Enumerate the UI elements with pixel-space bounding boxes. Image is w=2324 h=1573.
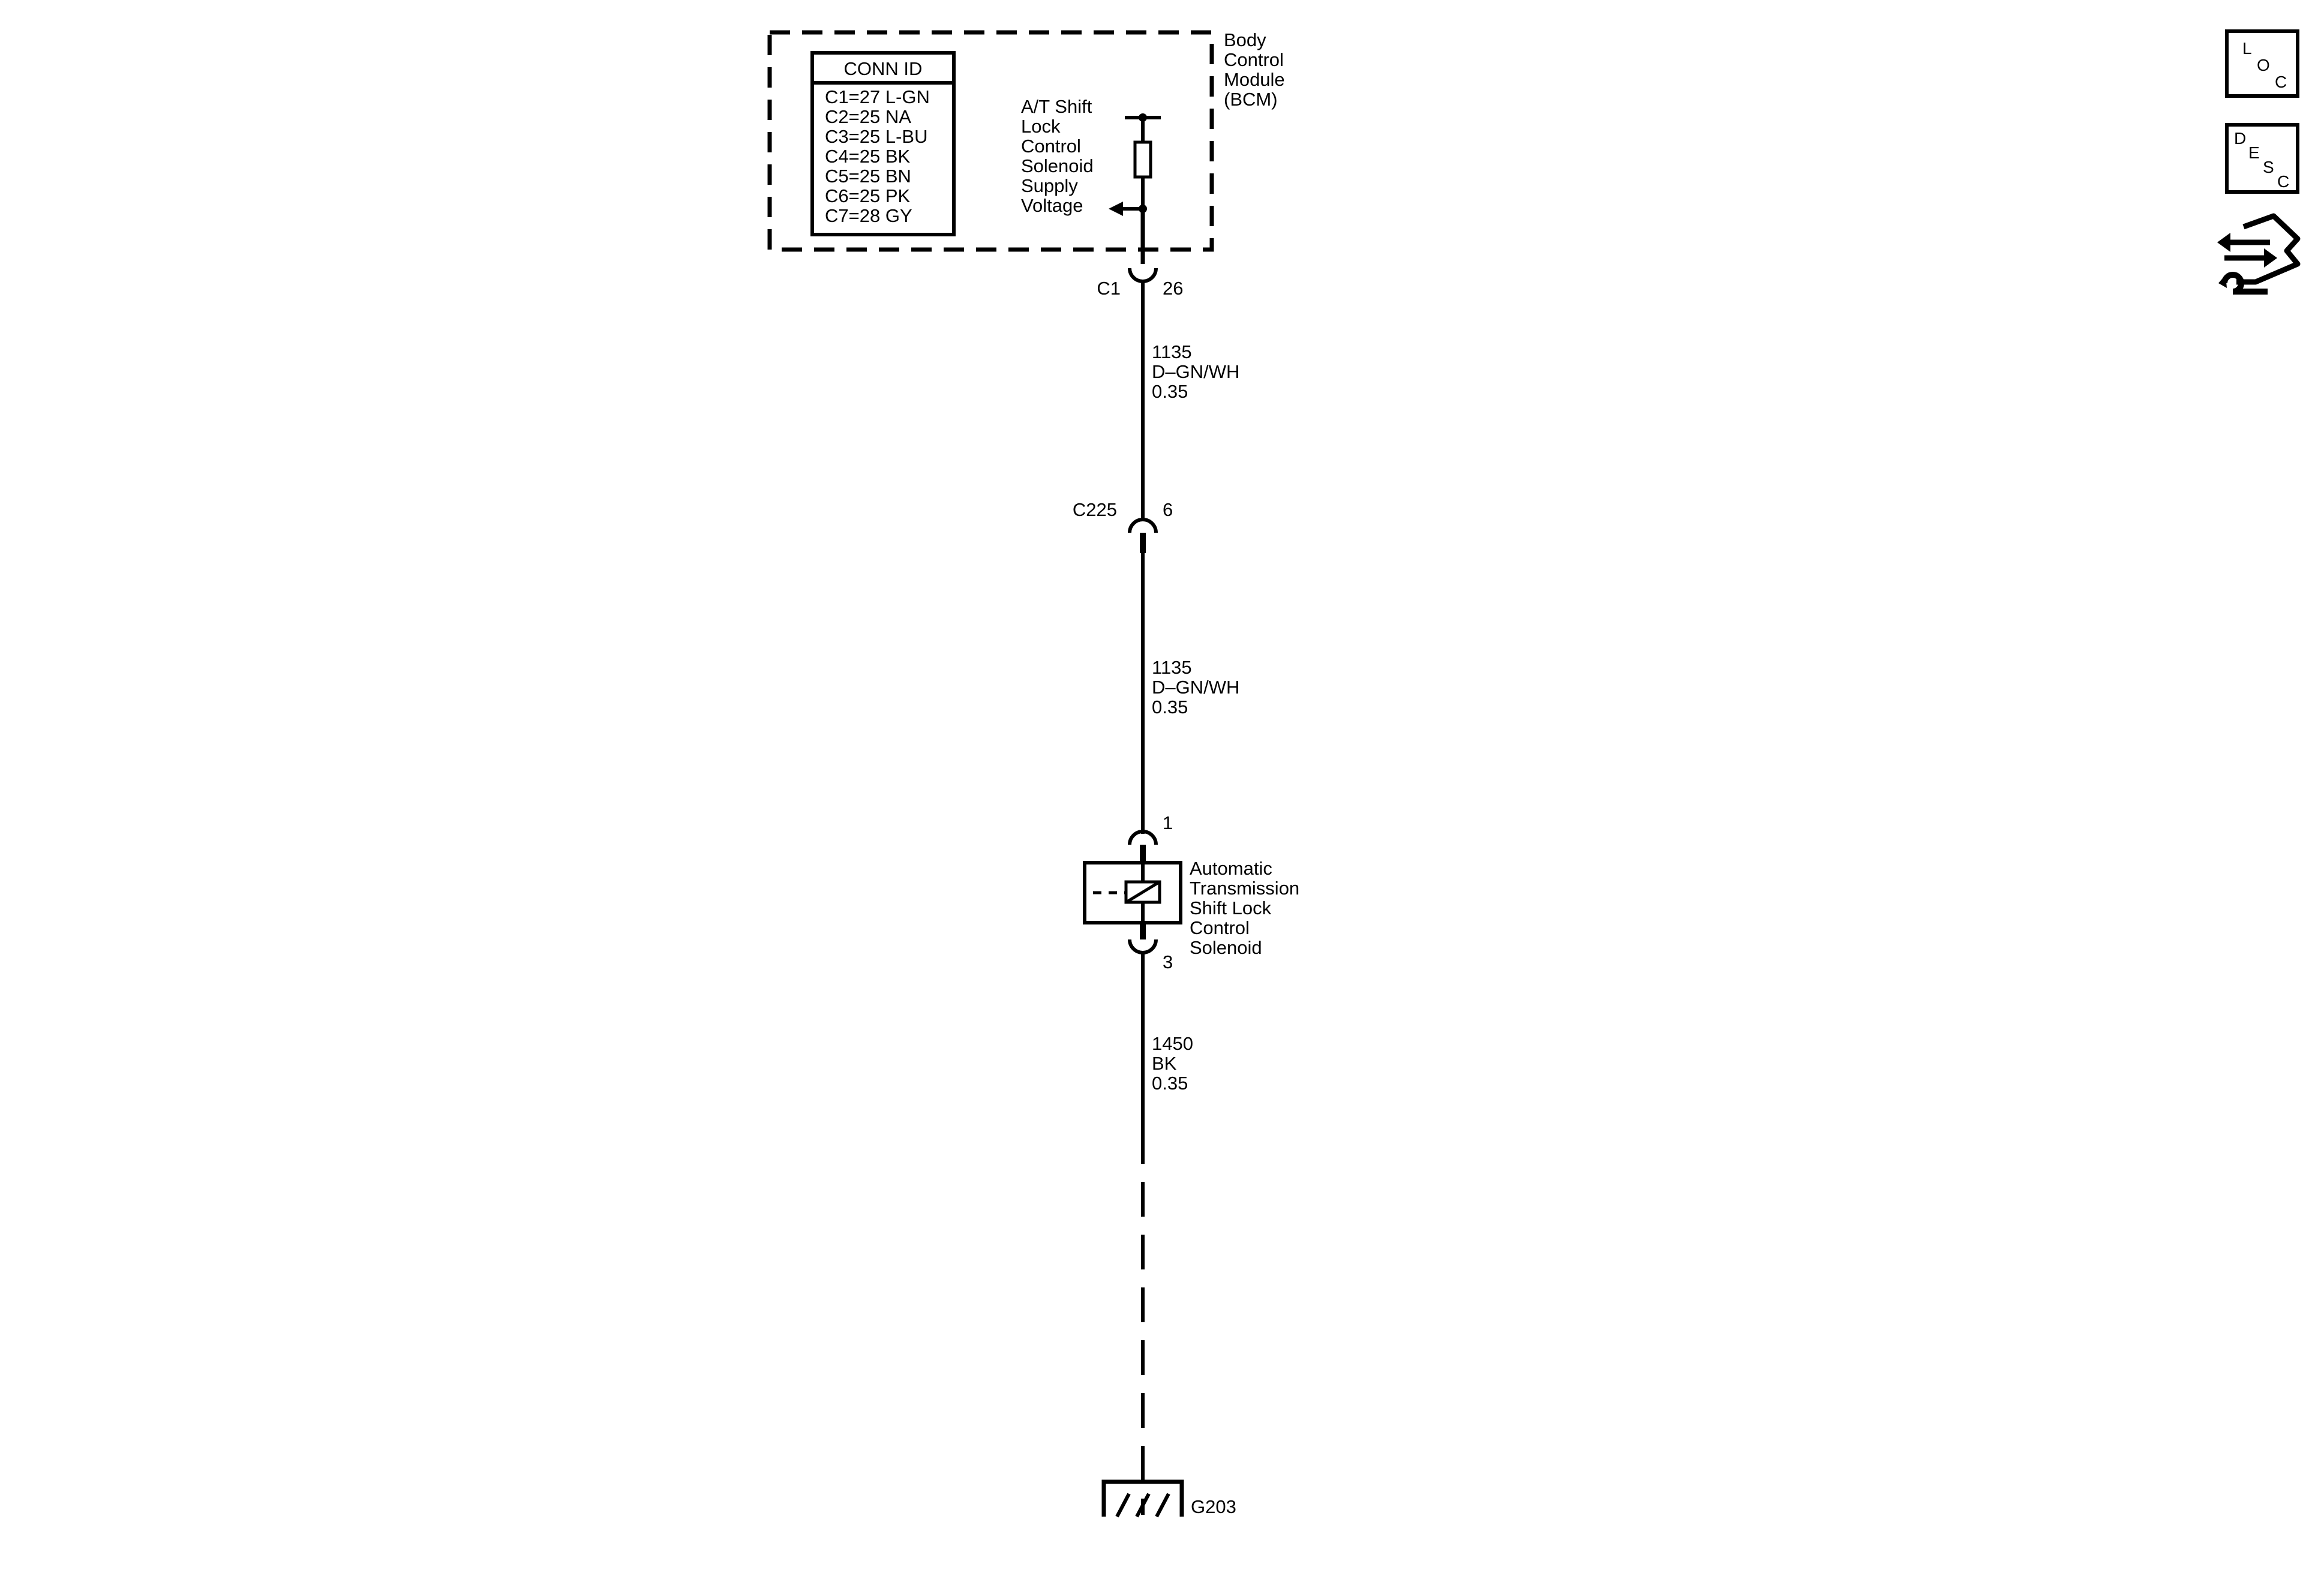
connector-c1-id: C1 xyxy=(1097,278,1121,299)
conn-id-row: C3=25 L-BU xyxy=(825,126,927,147)
solenoid-label-line-2: Transmission xyxy=(1190,878,1299,899)
desc-letter-s: S xyxy=(2263,158,2274,176)
solenoid-label-line-4: Control xyxy=(1190,917,1250,938)
connector-c225-symbol xyxy=(1128,518,1158,533)
desc-button[interactable]: D E S C xyxy=(2225,123,2299,194)
wire-1-size: 0.35 xyxy=(1152,381,1188,402)
supply-label-line-4: Solenoid xyxy=(1021,155,1094,176)
bcm-module: Body Control Module (BCM) CONN ID C1=27 … xyxy=(767,29,1285,264)
solenoid-pin-1-connector xyxy=(1128,830,1158,845)
desc-letter-d: D xyxy=(2234,129,2246,148)
wire-2-size: 0.35 xyxy=(1152,697,1188,718)
description-icon[interactable] xyxy=(2225,123,2299,194)
loc-letter-c: C xyxy=(2275,73,2287,91)
connector-c225: C225 6 xyxy=(1073,499,1173,553)
connector-c225-id: C225 xyxy=(1073,499,1117,520)
ground-icon xyxy=(1101,1479,1184,1517)
conn-id-table: CONN ID C1=27 L-GN C2=25 NA C3=25 L-BU C… xyxy=(810,51,956,236)
conn-id-row: C6=25 PK xyxy=(825,185,911,206)
resistor-symbol xyxy=(1133,140,1152,179)
supply-label-line-1: A/T Shift xyxy=(1021,96,1092,117)
loc-letter-o: O xyxy=(2257,56,2270,74)
conn-id-border xyxy=(810,51,956,236)
conn-id-title: CONN ID xyxy=(844,58,923,79)
module-name-line-3: Module xyxy=(1224,69,1285,90)
connector-repair-icon[interactable] xyxy=(2217,213,2301,295)
wire-3-label: 1450 BK 0.35 xyxy=(1152,1033,1193,1094)
location-icon[interactable] xyxy=(2225,29,2299,98)
solenoid-body xyxy=(1083,861,1182,924)
module-name-line-2: Control xyxy=(1224,49,1284,70)
conn-id-row: C4=25 BK xyxy=(825,146,911,167)
solenoid-label-line-5: Solenoid xyxy=(1190,937,1262,958)
module-dashed-outline xyxy=(767,30,1214,252)
loc-letter-l: L xyxy=(2242,39,2252,58)
wire-3-color: BK xyxy=(1152,1053,1177,1074)
loc-button[interactable]: L O C xyxy=(2225,29,2299,98)
wire-1-label: 1135 D–GN/WH 0.35 xyxy=(1152,341,1239,402)
solenoid-pin-3: 3 xyxy=(1163,951,1173,972)
module-name-line-1: Body xyxy=(1224,29,1266,50)
supply-label-line-2: Lock xyxy=(1021,116,1061,137)
connector-c1: C1 26 xyxy=(1097,268,1183,299)
wire-3-size: 0.35 xyxy=(1152,1073,1188,1094)
internal-supply-symbol xyxy=(1109,113,1161,264)
wire-1-circuit: 1135 xyxy=(1152,341,1192,362)
conn-id-row: C2=25 NA xyxy=(825,106,911,127)
wire-1-color: D–GN/WH xyxy=(1152,361,1239,382)
wire-3-circuit: 1450 xyxy=(1152,1033,1193,1054)
connector-c225-pin: 6 xyxy=(1163,499,1173,520)
supply-label-line-6: Voltage xyxy=(1021,195,1083,216)
solenoid-pin-1: 1 xyxy=(1163,812,1173,833)
solenoid-label-line-3: Shift Lock xyxy=(1190,897,1272,918)
module-name-line-4: (BCM) xyxy=(1224,89,1278,110)
supply-label-line-3: Control xyxy=(1021,136,1081,157)
solenoid-label-line-1: Automatic xyxy=(1190,858,1272,879)
connector-c1-pin: 26 xyxy=(1163,278,1183,299)
wire-2-color: D–GN/WH xyxy=(1152,677,1239,698)
conn-id-row: C1=27 L-GN xyxy=(825,86,930,107)
solenoid-pin-3-connector xyxy=(1128,939,1158,954)
wire-2-label: 1135 D–GN/WH 0.35 xyxy=(1152,657,1239,718)
conn-id-row: C7=28 GY xyxy=(825,205,912,226)
arrow-left-icon xyxy=(1109,202,1123,216)
wire-2-circuit: 1135 xyxy=(1152,657,1192,678)
ground-id: G203 xyxy=(1191,1496,1236,1517)
conn-id-row: C5=25 BN xyxy=(825,166,911,187)
shift-lock-solenoid: 1 3 Automatic Transmission Shift Lock Co… xyxy=(1083,812,1299,972)
connector-c1-symbol xyxy=(1128,268,1158,283)
supply-label-line-5: Supply xyxy=(1021,175,1078,196)
ground-g203: G203 xyxy=(1101,1479,1236,1518)
desc-letter-c: C xyxy=(2277,172,2289,191)
desc-letter-e: E xyxy=(2248,143,2260,162)
